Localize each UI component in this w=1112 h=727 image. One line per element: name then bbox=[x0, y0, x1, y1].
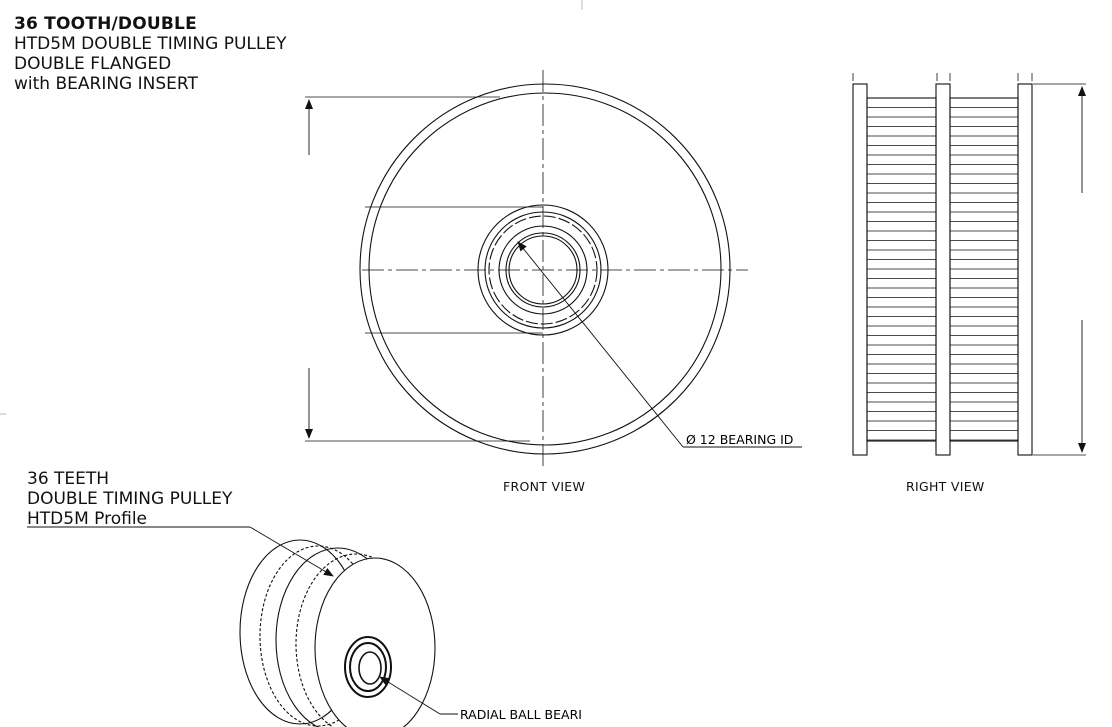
iso-note-line-3: HTD5M Profile bbox=[27, 509, 148, 529]
front-view-label: FRONT VIEW bbox=[503, 479, 586, 494]
right-view-drawing bbox=[852, 73, 1086, 456]
bearing-inner-race bbox=[498, 225, 588, 315]
iso-hub bbox=[344, 636, 392, 698]
left-tooth-band bbox=[866, 97, 937, 442]
title-line-3: DOUBLE FLANGED bbox=[14, 54, 172, 74]
right-view-label: RIGHT VIEW bbox=[906, 479, 985, 494]
left-flange bbox=[852, 83, 868, 456]
iso-front-flange bbox=[314, 557, 436, 727]
bearing-outer-race bbox=[484, 211, 602, 329]
front-centerlines bbox=[362, 70, 748, 470]
pulley-pitch-circle bbox=[368, 92, 722, 446]
outer-flange-circle bbox=[359, 83, 731, 455]
bearing-bore bbox=[505, 232, 581, 308]
right-centerlines bbox=[852, 73, 1033, 85]
bearing-bore-inner bbox=[508, 235, 578, 305]
bearing-id-callout: Ø 12 BEARING ID bbox=[686, 432, 793, 447]
iso-note-leader bbox=[249, 526, 334, 577]
iso-bearing-race bbox=[349, 642, 387, 692]
front-view-drawing bbox=[305, 70, 802, 470]
iso-bearing-bore bbox=[358, 651, 382, 685]
isometric-note: 36 TEETH DOUBLE TIMING PULLEY HTD5M Prof… bbox=[27, 469, 232, 529]
right-flange bbox=[1017, 83, 1033, 456]
iso-note-line-2: DOUBLE TIMING PULLEY bbox=[27, 489, 233, 509]
iso-note-line-1: 36 TEETH bbox=[27, 469, 110, 489]
radial-bearing-callout: RADIAL BALL BEARI bbox=[460, 707, 582, 722]
title-line-1: 36 TOOTH/DOUBLE bbox=[14, 14, 197, 34]
title-line-4: with BEARING INSERT bbox=[14, 74, 198, 94]
title-line-2: HTD5M DOUBLE TIMING PULLEY bbox=[14, 34, 287, 54]
bearing-ball-track bbox=[488, 215, 598, 325]
radial-bearing-leader bbox=[379, 676, 441, 715]
bearing-id-leader bbox=[517, 241, 684, 448]
tooth-lines bbox=[867, 107, 1018, 441]
center-flange bbox=[935, 83, 951, 456]
isometric-pulley bbox=[27, 526, 458, 727]
title-block: 36 TOOTH/DOUBLE HTD5M DOUBLE TIMING PULL… bbox=[14, 14, 286, 94]
right-tooth-band bbox=[949, 97, 1019, 442]
hub-outer-circle bbox=[477, 204, 609, 336]
